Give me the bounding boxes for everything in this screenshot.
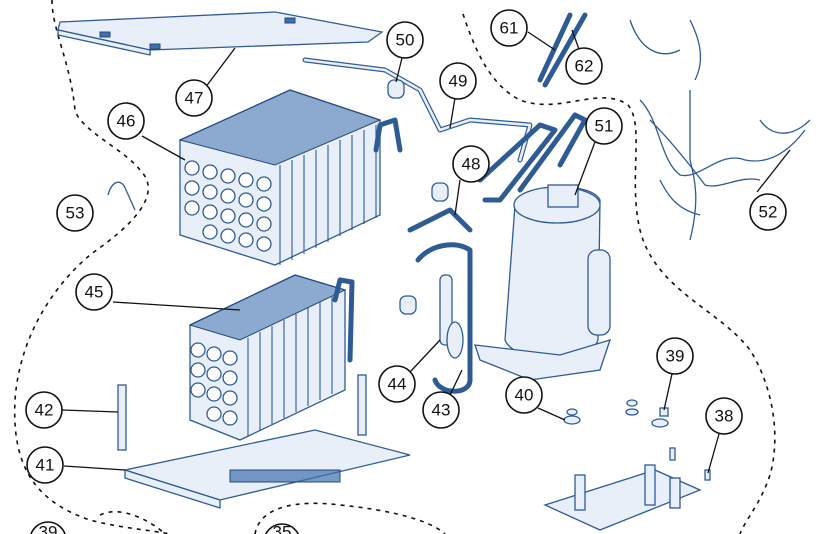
svg-text:44: 44 (388, 375, 407, 394)
callout-49: 49 (439, 62, 477, 100)
callout-52: 52 (749, 193, 787, 231)
group-boundary-top (462, 13, 776, 534)
callout-40: 40 (505, 376, 543, 414)
svg-text:49: 49 (449, 72, 468, 91)
svg-text:48: 48 (462, 155, 481, 174)
upper-evaporator-coil (178, 89, 403, 266)
filter-drier-assembly (415, 242, 473, 394)
svg-text:43: 43 (432, 401, 451, 420)
callout-43: 43 (422, 391, 460, 429)
callout-53: 53 (56, 194, 94, 232)
callout-62: 62 (565, 47, 603, 85)
callout-46: 46 (107, 102, 145, 140)
callout-44: 44 (378, 365, 416, 403)
leader-lines (61, 29, 791, 474)
callout-38: 38 (705, 397, 743, 435)
group-boundary-bottom-left (99, 510, 166, 534)
svg-text:42: 42 (35, 401, 54, 420)
refrigerant-piping (302, 57, 588, 315)
svg-text:53: 53 (66, 204, 85, 223)
callout-42: 42 (25, 391, 63, 429)
compressor-base-assembly (543, 464, 702, 531)
callout-45: 45 (75, 273, 113, 311)
svg-text:52: 52 (759, 203, 778, 222)
svg-text:46: 46 (117, 112, 136, 131)
svg-text:50: 50 (396, 31, 415, 50)
compressor (474, 184, 612, 381)
hardware-fasteners (563, 399, 711, 481)
svg-text:61: 61 (500, 19, 519, 38)
callout-50: 50 (386, 21, 424, 59)
svg-text:47: 47 (185, 89, 204, 108)
mounting-clip (107, 181, 136, 211)
callout-39: 39 (656, 337, 694, 375)
callout-47: 47 (175, 79, 213, 117)
svg-text:62: 62 (575, 57, 594, 76)
callout-51: 51 (585, 107, 623, 145)
callout-35-partial: 35 (264, 523, 300, 534)
svg-text:39: 39 (39, 523, 58, 534)
svg-text:51: 51 (595, 117, 614, 136)
lower-condenser-coil (188, 274, 355, 441)
callout-39-partial: 39 (30, 521, 66, 534)
wiring-harness (629, 19, 811, 241)
svg-text:40: 40 (515, 386, 534, 405)
svg-text:38: 38 (715, 407, 734, 426)
drain-hoses (537, 12, 588, 88)
base-pan (122, 429, 411, 509)
svg-text:35: 35 (273, 523, 292, 534)
callout-61: 61 (490, 9, 528, 47)
svg-text:41: 41 (36, 456, 55, 475)
top-cover-plate (57, 11, 384, 56)
support-brackets (117, 374, 367, 451)
svg-text:45: 45 (85, 283, 104, 302)
callout-48: 48 (452, 145, 490, 183)
callout-41: 41 (26, 446, 64, 484)
svg-text:39: 39 (666, 347, 685, 366)
